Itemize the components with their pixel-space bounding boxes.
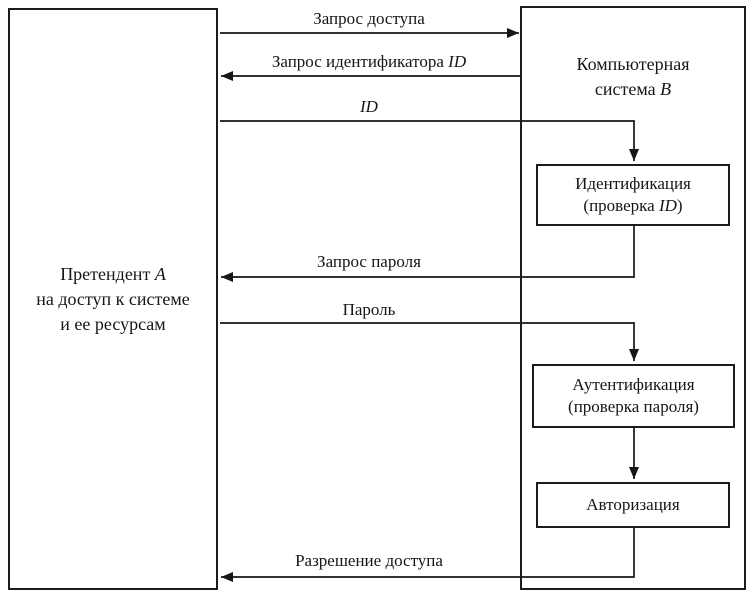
actor-line3: и ее ресурсам — [60, 313, 166, 334]
identification-subtitle: (проверка ID) — [583, 195, 682, 217]
system-variable: B — [660, 79, 672, 99]
authentication-box: Аутентификация (проверка пароля) — [532, 364, 735, 428]
access-request-label: Запрос доступа — [313, 9, 425, 28]
id-request-label: Запрос идентификатора ID — [218, 52, 520, 72]
system-label: Компьютерная система B — [520, 52, 746, 102]
password-label: Пароль — [342, 300, 396, 319]
authorization-box: Авторизация — [536, 482, 730, 528]
access-grant-label: Разрешение доступа — [295, 551, 443, 570]
system-line2: система B — [520, 77, 746, 102]
id-request-text: Запрос идентификатора — [271, 52, 449, 71]
identification-sub-suffix: ) — [676, 196, 683, 215]
authorization-title: Авторизация — [586, 495, 680, 514]
actor-box: Претендент A на доступ к системе и ее ре… — [8, 8, 218, 590]
system-line1: Компьютерная — [576, 54, 690, 74]
actor-line2: на доступ к системе — [36, 288, 190, 309]
identification-sub-prefix: (проверка — [583, 196, 659, 215]
authentication-title: Аутентификация — [572, 375, 695, 394]
actor-name: Претендент — [60, 263, 155, 284]
id-label: ID — [360, 97, 378, 116]
identification-box: Идентификация (проверка ID) — [536, 164, 730, 226]
identification-title: Идентификация — [575, 174, 691, 193]
authentication-subtitle: (проверка пароля) — [568, 397, 699, 416]
identification-sub-var: ID — [658, 196, 677, 215]
system-name: система — [594, 79, 661, 99]
id-request-var: ID — [448, 52, 467, 71]
actor-title: Претендент A — [60, 262, 166, 287]
password-request-label: Запрос пароля — [317, 252, 421, 271]
actor-variable: A — [154, 263, 166, 284]
